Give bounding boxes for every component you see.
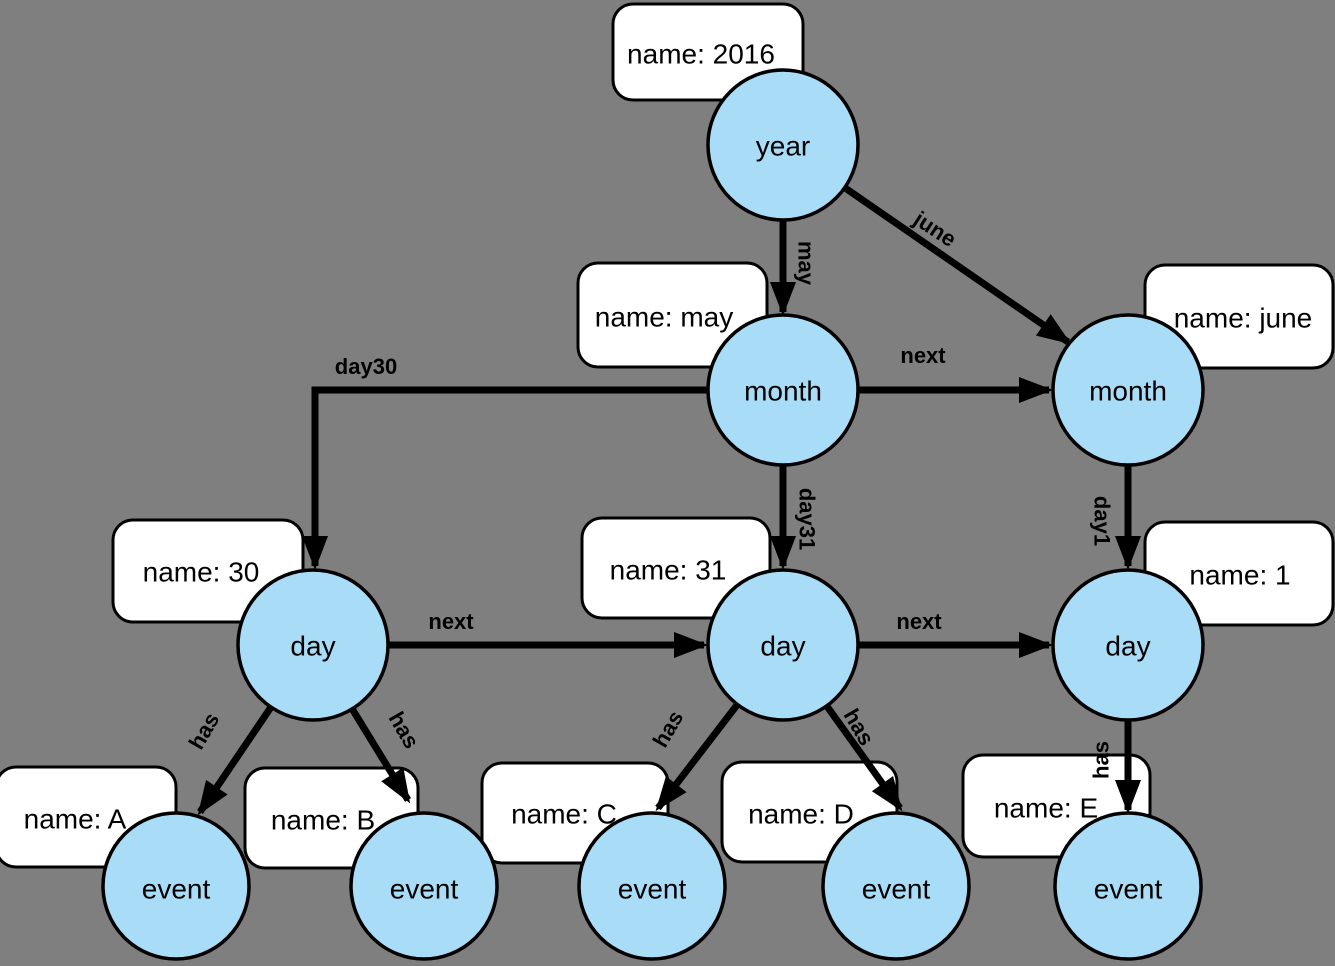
edge-month-day30: day30 <box>302 354 783 570</box>
node-circle <box>706 68 860 222</box>
node-label: day <box>1105 631 1150 662</box>
edge-label-next: next <box>428 609 474 634</box>
node-circle <box>577 811 727 961</box>
property-box-label: name: may <box>595 302 734 333</box>
property-box-label: name: june <box>1174 303 1313 334</box>
property-box-label: name: E <box>994 793 1098 824</box>
nodes: year month month day day day event even <box>101 68 1205 961</box>
edge-label-may: may <box>794 241 819 286</box>
property-box-label: name: 1 <box>1189 560 1290 591</box>
node-event-a: event <box>101 811 251 961</box>
property-box-label: name: 30 <box>143 557 260 588</box>
node-label: event <box>142 874 211 905</box>
node-year: year <box>706 68 860 222</box>
node-label: event <box>390 874 459 905</box>
node-event-c: event <box>577 811 727 961</box>
property-box-label: name: B <box>271 805 375 836</box>
node-circle <box>1051 313 1205 467</box>
edge-label-day31: day31 <box>795 488 820 550</box>
property-boxes: name: 2016 name: may name: june name: 30… <box>0 2 1335 870</box>
node-event-d: event <box>821 811 971 961</box>
property-box-label: name: D <box>748 799 854 830</box>
edge-label-day1: day1 <box>1090 496 1115 546</box>
property-box-31: name: 31 <box>580 516 772 620</box>
property-box-label: name: 31 <box>610 555 727 586</box>
edge-line <box>302 386 783 570</box>
node-label: event <box>862 874 931 905</box>
node-circle <box>236 568 390 722</box>
node-label: event <box>618 874 687 905</box>
node-label: day <box>290 631 335 662</box>
property-box-1: name: 1 <box>1143 520 1335 627</box>
node-circle <box>821 811 971 961</box>
node-circle <box>706 313 860 467</box>
node-circle <box>706 568 860 722</box>
edge-label-next: next <box>896 609 942 634</box>
property-box-label: name: 2016 <box>627 39 775 70</box>
node-event-e: event <box>1053 811 1203 961</box>
node-day-30: day <box>236 568 390 722</box>
node-circle <box>349 811 499 961</box>
edge-label-day30: day30 <box>335 354 397 379</box>
node-circle <box>1051 568 1205 722</box>
node-month-june: month <box>1051 313 1205 467</box>
edge-label-has: has <box>1089 741 1114 779</box>
node-circle <box>1053 811 1203 961</box>
node-label: month <box>744 376 822 407</box>
node-event-b: event <box>349 811 499 961</box>
property-box-label: name: A <box>24 804 127 835</box>
property-box-june: name: june <box>1143 263 1335 370</box>
node-circle <box>101 811 251 961</box>
edge-label-next: next <box>900 343 946 368</box>
node-day-31: day <box>706 568 860 722</box>
node-label: month <box>1089 376 1167 407</box>
node-month-may: month <box>706 313 860 467</box>
property-box-label: name: C <box>511 799 617 830</box>
node-label: day <box>760 631 805 662</box>
node-day-1: day <box>1051 568 1205 722</box>
node-label: year <box>756 131 810 162</box>
node-label: event <box>1094 874 1163 905</box>
